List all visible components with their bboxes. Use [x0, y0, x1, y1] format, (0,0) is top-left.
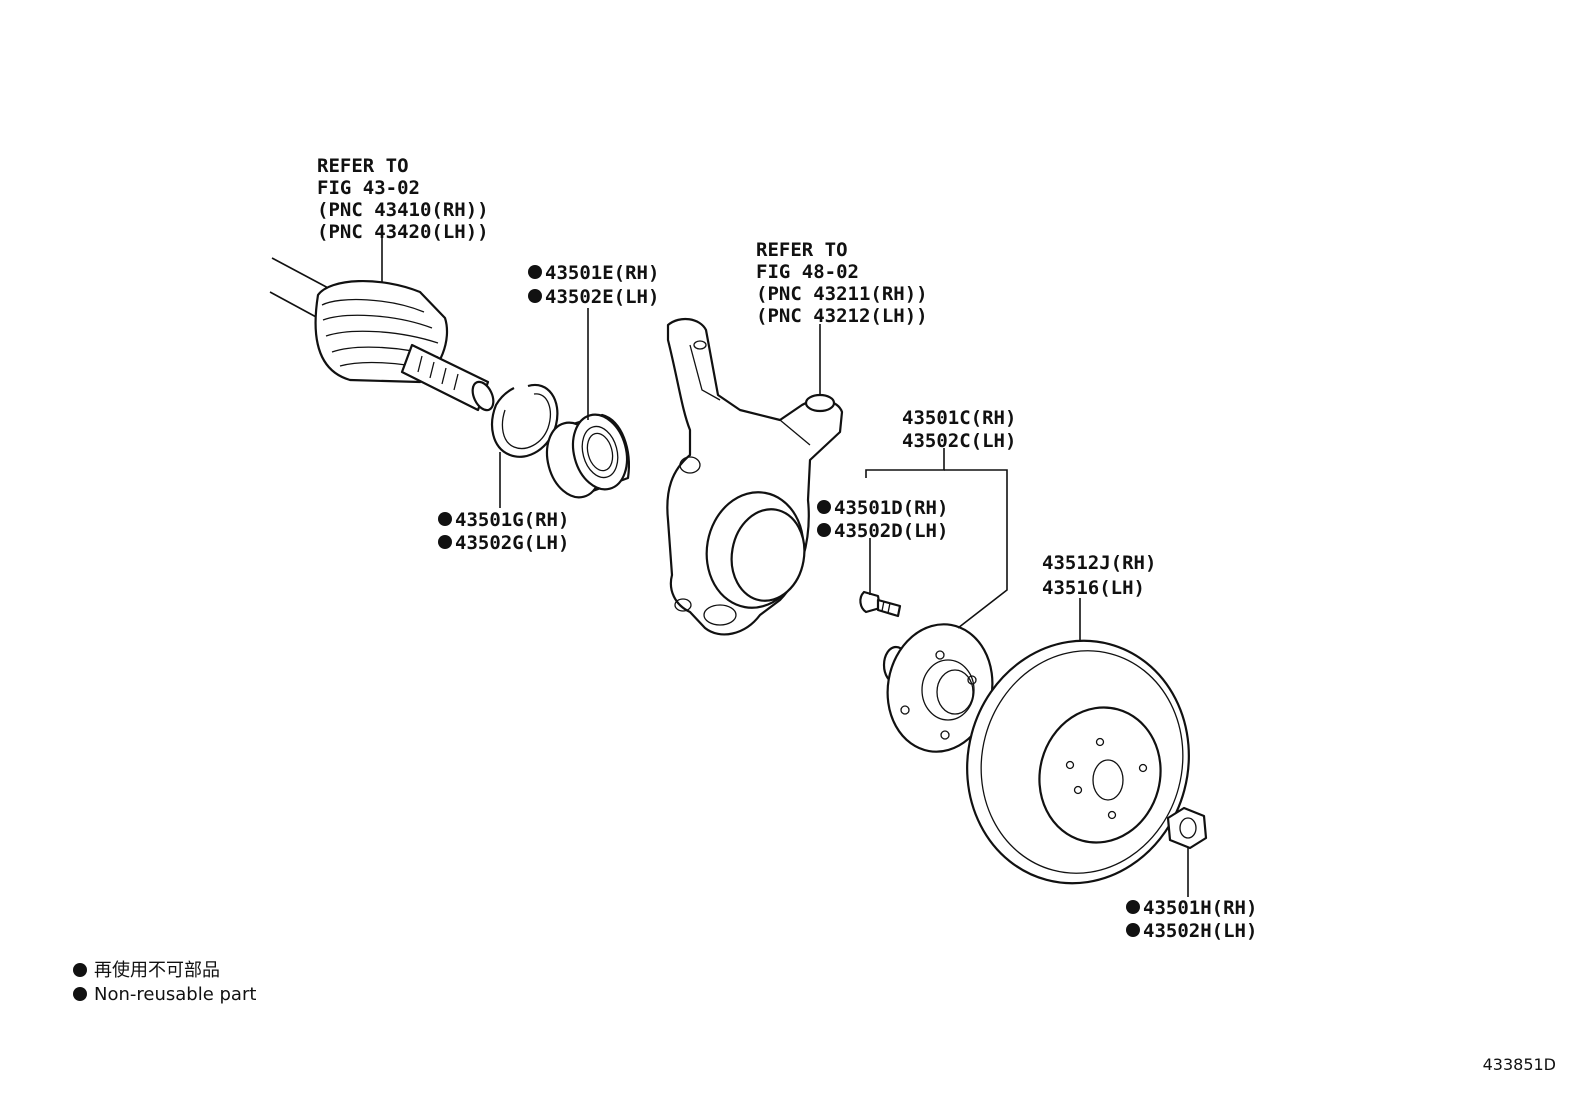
callout-driveshaft: REFER TO FIG 43-02 (PNC 43410(RH)) (PNC … — [317, 155, 489, 243]
non-reusable-bullet-icon — [817, 500, 831, 514]
callout-bearing: 43501E(RH) 43502E(LH) — [528, 262, 659, 308]
disc-part-lh: 43516(LH) — [1042, 577, 1145, 599]
legend-bullet-icon — [73, 963, 87, 977]
driveshaft-line-4: (PNC 43420(LH)) — [317, 221, 489, 243]
leader-lines — [381, 238, 1189, 897]
knuckle-line-3: (PNC 43211(RH)) — [756, 283, 928, 305]
callout-nut: 43501H(RH) 43502H(LH) — [1126, 897, 1257, 942]
driveshaft-line-3: (PNC 43410(RH)) — [317, 199, 489, 221]
bearing-part-lh: 43502E(LH) — [545, 286, 659, 308]
snap-ring — [490, 383, 559, 458]
non-reusable-bullet-icon — [438, 535, 452, 549]
legend-bullet-icon — [73, 987, 87, 1001]
hub-bolt — [859, 590, 902, 618]
wheel-bearing — [545, 413, 630, 499]
callout-disc: 43512J(RH) 43516(LH) — [1042, 552, 1156, 599]
knuckle-line-1: REFER TO — [756, 239, 848, 261]
callout-knuckle: REFER TO FIG 48-02 (PNC 43211(RH)) (PNC … — [756, 239, 928, 327]
figure-id: 433851D — [1483, 1055, 1556, 1074]
driveshaft — [269, 257, 495, 412]
callout-snap-ring: 43501G(RH) 43502G(LH) — [438, 509, 569, 554]
bearing-part-rh: 43501E(RH) — [545, 262, 659, 284]
knuckle-line-4: (PNC 43212(LH)) — [756, 305, 928, 327]
legend-japanese: 再使用不可部品 — [94, 960, 220, 981]
legend-english: Non-reusable part — [94, 984, 256, 1005]
non-reusable-bullet-icon — [528, 289, 542, 303]
callout-hub: 43501C(RH) 43502C(LH) — [902, 407, 1016, 452]
knuckle-line-2: FIG 48-02 — [756, 261, 859, 283]
driveshaft-line-1: REFER TO — [317, 155, 409, 177]
legend: 再使用不可部品 Non-reusable part — [73, 960, 256, 1005]
hub-bolt-part-lh: 43502D(LH) — [834, 520, 948, 542]
snap-ring-part-lh: 43502G(LH) — [455, 532, 569, 554]
non-reusable-bullet-icon — [1126, 900, 1140, 914]
non-reusable-bullet-icon — [1126, 923, 1140, 937]
nut-part-lh: 43502H(LH) — [1143, 920, 1257, 942]
non-reusable-bullet-icon — [528, 265, 542, 279]
hub-nut — [1166, 806, 1208, 850]
brake-disc — [966, 639, 1190, 885]
non-reusable-bullet-icon — [817, 523, 831, 537]
hub-part-rh: 43501C(RH) — [902, 407, 1016, 429]
hub-bolt-part-rh: 43501D(RH) — [834, 497, 948, 519]
snap-ring-part-rh: 43501G(RH) — [455, 509, 569, 531]
hub-part-lh: 43502C(LH) — [902, 430, 1016, 452]
driveshaft-line-2: FIG 43-02 — [317, 177, 420, 199]
nut-part-rh: 43501H(RH) — [1143, 897, 1257, 919]
steering-knuckle — [666, 317, 844, 636]
disc-part-rh: 43512J(RH) — [1042, 552, 1156, 574]
callout-hub-bolt: 43501D(RH) 43502D(LH) — [817, 497, 948, 542]
non-reusable-bullet-icon — [438, 512, 452, 526]
